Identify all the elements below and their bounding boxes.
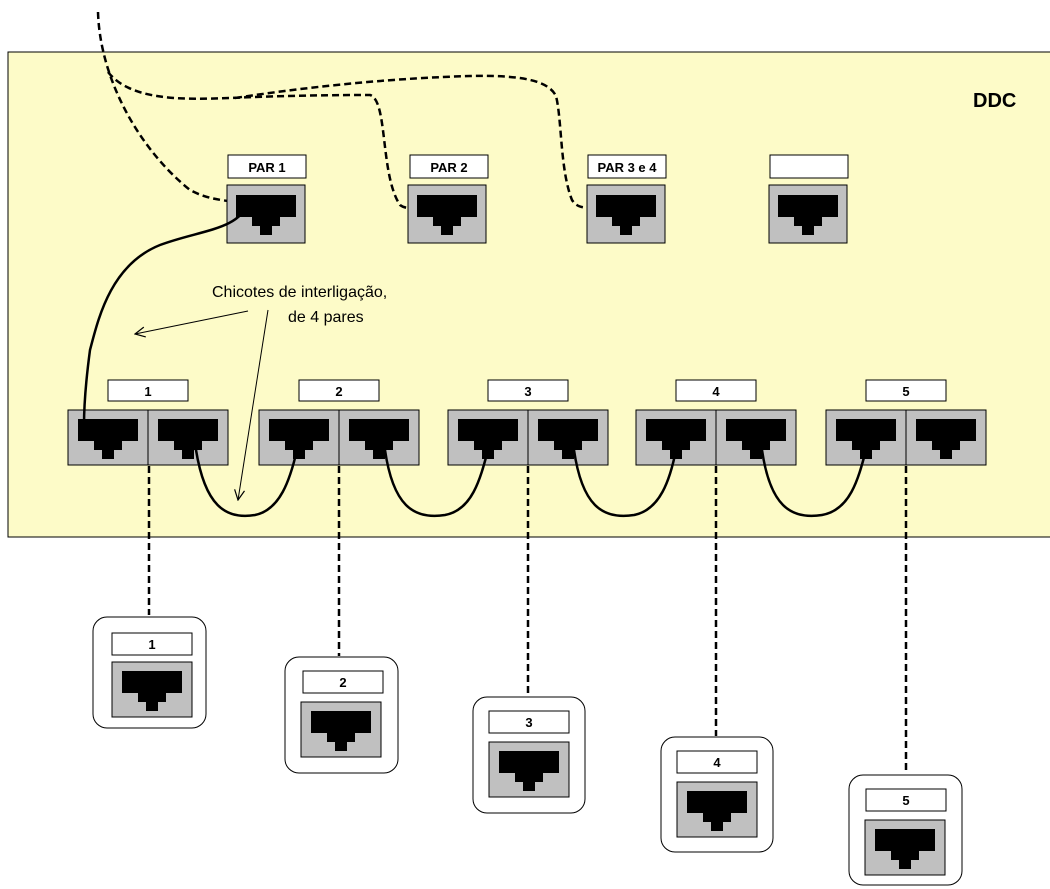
top-label-par2: PAR 2 [430, 160, 467, 175]
patch-pair-2 [258, 409, 420, 466]
patch-ports [67, 409, 987, 466]
outlet-5: 5 [848, 774, 963, 886]
patch-label-4: 4 [712, 384, 720, 399]
annotation-line1: Chicotes de interligação, [212, 284, 387, 301]
top-label-par34: PAR 3 e 4 [597, 160, 657, 175]
annotation-arrow-down [238, 309, 269, 500]
rj45-jack-icon [538, 419, 598, 459]
top-label-par1: PAR 1 [248, 160, 285, 175]
patch-cord-3-4 [572, 448, 678, 518]
outlet-label-3: 3 [525, 715, 532, 730]
patch-label-2: 2 [335, 384, 342, 399]
rj45-jack-icon [836, 419, 896, 459]
rj45-jack-icon [158, 419, 218, 459]
incoming-cable-par2 [107, 71, 413, 210]
wall-outlets: 1 2 3 4 5 [92, 616, 963, 886]
patch-label-1: 1 [144, 384, 151, 399]
rj45-jack-icon [726, 419, 786, 459]
rj45-jack-icon [778, 195, 838, 235]
annotation-line2: de 4 pares [288, 309, 364, 326]
top-port-par34 [586, 184, 666, 244]
incoming-cable-par1 [96, 11, 238, 204]
annotation-arrow-left [135, 310, 249, 334]
top-ports [226, 184, 848, 244]
patch-pair-1 [67, 409, 229, 466]
incoming-cable-par34 [234, 74, 589, 210]
patch-cords [82, 200, 868, 518]
drop-cables [147, 466, 908, 774]
rj45-jack-icon [78, 419, 138, 459]
rj45-jack-icon [458, 419, 518, 459]
patch-label-5: 5 [902, 384, 909, 399]
outlet-label-2: 2 [339, 675, 346, 690]
patch-cord-2-3 [383, 448, 490, 518]
annotation-arrows [135, 309, 269, 500]
patch-cord-par1-to-1 [82, 200, 250, 427]
patch-cord-1-2 [194, 448, 299, 518]
patch-pair-4 [635, 409, 797, 466]
rj45-jack-icon [687, 791, 747, 831]
rj45-jack-icon [646, 419, 706, 459]
rj45-jack-icon [236, 195, 296, 235]
rj45-jack-icon [499, 751, 559, 791]
outlet-label-1: 1 [148, 637, 155, 652]
top-port-par2 [407, 184, 487, 244]
ddc-title: DDC [973, 90, 1016, 112]
outlet-2: 2 [284, 656, 399, 774]
rj45-jack-icon [596, 195, 656, 235]
patch-pair-5 [825, 409, 987, 466]
rj45-jack-icon [349, 419, 409, 459]
outlet-3: 3 [472, 696, 586, 814]
outlet-1: 1 [92, 616, 207, 729]
outlet-4: 4 [660, 736, 774, 853]
rj45-jack-icon [311, 711, 371, 751]
outlet-label-4: 4 [713, 755, 721, 770]
top-port-par1 [226, 184, 306, 244]
patch-pair-3 [447, 409, 609, 466]
patch-label-3: 3 [524, 384, 531, 399]
top-port-spare [768, 184, 848, 244]
incoming-cables [96, 11, 589, 210]
rj45-jack-icon [417, 195, 477, 235]
rj45-jack-icon [122, 671, 182, 711]
rj45-jack-icon [916, 419, 976, 459]
patch-cord-4-5 [760, 448, 868, 518]
top-labels: PAR 1 PAR 2 PAR 3 e 4 [227, 154, 849, 179]
rj45-jack-icon [269, 419, 329, 459]
rj45-jack-icon [875, 829, 935, 869]
outlet-label-5: 5 [902, 793, 909, 808]
patch-labels: 1 2 3 4 5 [107, 379, 947, 402]
